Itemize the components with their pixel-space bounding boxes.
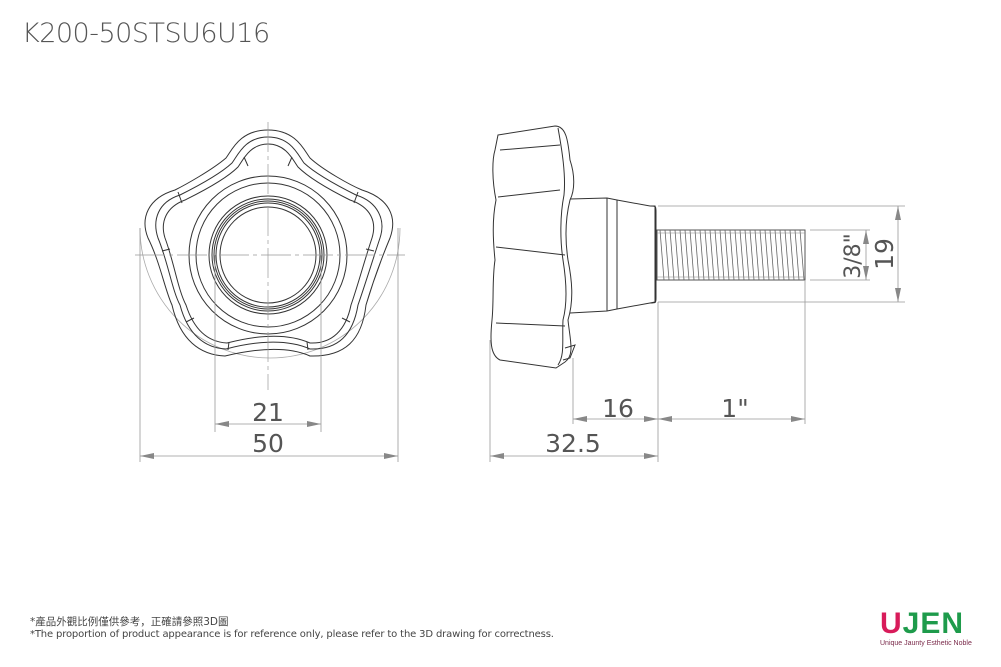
brand-wordmark: UJEN — [880, 609, 980, 639]
side-view — [490, 125, 806, 369]
dim-thread-length: 1" — [721, 394, 748, 423]
side-view-dimensions — [489, 205, 905, 462]
disclaimer-note-english: *The proportion of product appearance is… — [30, 629, 554, 640]
brand-letter-u: U — [880, 607, 903, 640]
dim-inner-diameter: 21 — [252, 398, 284, 427]
dim-knob-head-length: 32.5 — [545, 429, 601, 458]
dim-overall-diameter: 50 — [252, 429, 284, 458]
disclaimer-note-chinese: *產品外觀比例僅供參考，正確請參照3D圖 — [30, 616, 229, 628]
brand-tagline: Unique Jaunty Esthetic Noble — [880, 640, 972, 647]
brand-logo: UJEN Unique Jaunty Esthetic Noble — [880, 609, 980, 648]
dim-shoulder-diameter: 19 — [870, 238, 899, 270]
front-view-dimensions — [139, 228, 399, 462]
part-number-title: K200-50STSU6U16 — [22, 18, 270, 49]
brand-letters-jen: JEN — [902, 607, 965, 640]
front-view — [135, 122, 405, 390]
dim-shoulder-length: 16 — [602, 394, 634, 423]
dim-thread-size: 3/8" — [841, 233, 866, 279]
